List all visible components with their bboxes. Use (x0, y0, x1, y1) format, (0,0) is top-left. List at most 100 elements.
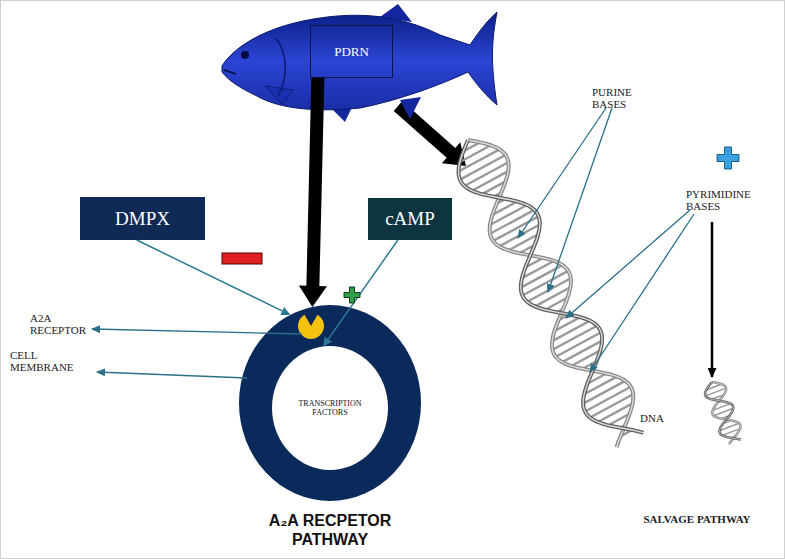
base-pair (706, 384, 721, 390)
nucleus-circle: TRANSCRIPTION FACTORS (272, 346, 388, 470)
base-pair (522, 261, 554, 278)
pelvic-fin (330, 107, 352, 122)
node-text: TRANSCRIPTION FACTORS (294, 399, 366, 417)
base-pair (608, 414, 629, 426)
connector-arrow (137, 240, 291, 315)
stimulate-sign (344, 287, 360, 303)
base-pair (527, 278, 571, 301)
helix-strand (468, 140, 633, 447)
base-pair (598, 403, 633, 422)
base-pair (493, 216, 538, 241)
fish-eye (241, 51, 249, 59)
base-pair (723, 420, 731, 423)
leader-line (548, 108, 612, 292)
base-pair (559, 314, 569, 320)
fish-mouth (224, 70, 236, 74)
salmon-illustration (222, 4, 497, 122)
base-pair (554, 317, 580, 331)
connector-line (328, 240, 398, 340)
strand-highlight (705, 382, 741, 440)
leader-line (97, 372, 247, 378)
base-pair (706, 388, 726, 396)
base-pair (499, 225, 539, 247)
node-text: PDRN (334, 44, 369, 60)
strand-highlight (712, 382, 741, 444)
base-pair (620, 425, 625, 428)
base-pair (582, 361, 596, 369)
node-text: A₂A RECPETOR PATHWAY (249, 511, 411, 549)
arrow-head (323, 337, 332, 347)
ellipse-fill (272, 346, 388, 470)
base-pair (521, 265, 563, 287)
base-pair (722, 429, 740, 436)
base-pair (592, 371, 595, 372)
leader-line (566, 210, 690, 318)
base-pair (497, 199, 506, 204)
connector-arrow (323, 240, 398, 347)
base-pair (731, 436, 735, 438)
leader-line (590, 214, 694, 372)
base-pair (587, 374, 606, 384)
connector-line (313, 78, 318, 288)
helix-strand (712, 382, 741, 444)
node-text: cAMP (385, 208, 435, 230)
fish-body (222, 12, 497, 110)
thick-arrow (394, 101, 466, 166)
base-pair (714, 408, 734, 415)
base-pair (492, 202, 517, 215)
base-pair (713, 404, 731, 411)
base-pair (519, 245, 534, 253)
base-pair (621, 430, 633, 436)
part-label: DNA (640, 412, 680, 424)
base-pair (508, 234, 538, 250)
helix-strand (705, 382, 741, 440)
pdrn-box: PDRN (310, 25, 393, 78)
base-pair (525, 258, 543, 268)
base-pair (463, 142, 480, 151)
gill-line (276, 38, 285, 96)
part-label: PURINE BASES (592, 86, 650, 110)
connector-arrow (299, 78, 327, 307)
base-pair (545, 298, 567, 310)
arrow-head (280, 307, 290, 315)
strand-highlight (468, 140, 633, 447)
dna-helix (459, 140, 742, 447)
base-pair (571, 350, 600, 366)
part-label: CELL MEMBRANE (10, 349, 72, 373)
cell-ring: A₂A RECPETOR PATHWAYTRANSCRIPTION FACTOR… (239, 305, 421, 501)
plus-sign (717, 147, 739, 169)
inhibit-sign (222, 253, 262, 264)
leader-line (518, 108, 606, 238)
base-pair (562, 341, 602, 363)
base-pair (522, 271, 568, 296)
base-pair (584, 377, 617, 395)
base-pair (490, 210, 534, 234)
base-pair (530, 254, 531, 257)
base-pair (719, 423, 739, 430)
strand-highlight (459, 140, 644, 433)
base-pair (460, 155, 506, 180)
dorsal-fin (380, 4, 412, 22)
base-pair (460, 145, 491, 162)
base-pair (712, 395, 724, 400)
base-pair (583, 381, 625, 404)
base-pair (590, 394, 633, 417)
base-pair (552, 321, 590, 341)
messenger-box: cAMP (368, 198, 452, 240)
pectoral-fin (265, 86, 294, 104)
node-text: DMPX (115, 208, 170, 230)
base-pair (552, 326, 597, 350)
base-pair (464, 162, 508, 186)
base-pair (482, 181, 506, 194)
base-pair (557, 309, 564, 313)
part-label: PYRIMIDINE BASES (686, 188, 766, 212)
helix-strand (459, 140, 644, 433)
base-pair (556, 332, 601, 356)
base-pair (490, 205, 527, 225)
ellipse-fill (239, 305, 421, 501)
